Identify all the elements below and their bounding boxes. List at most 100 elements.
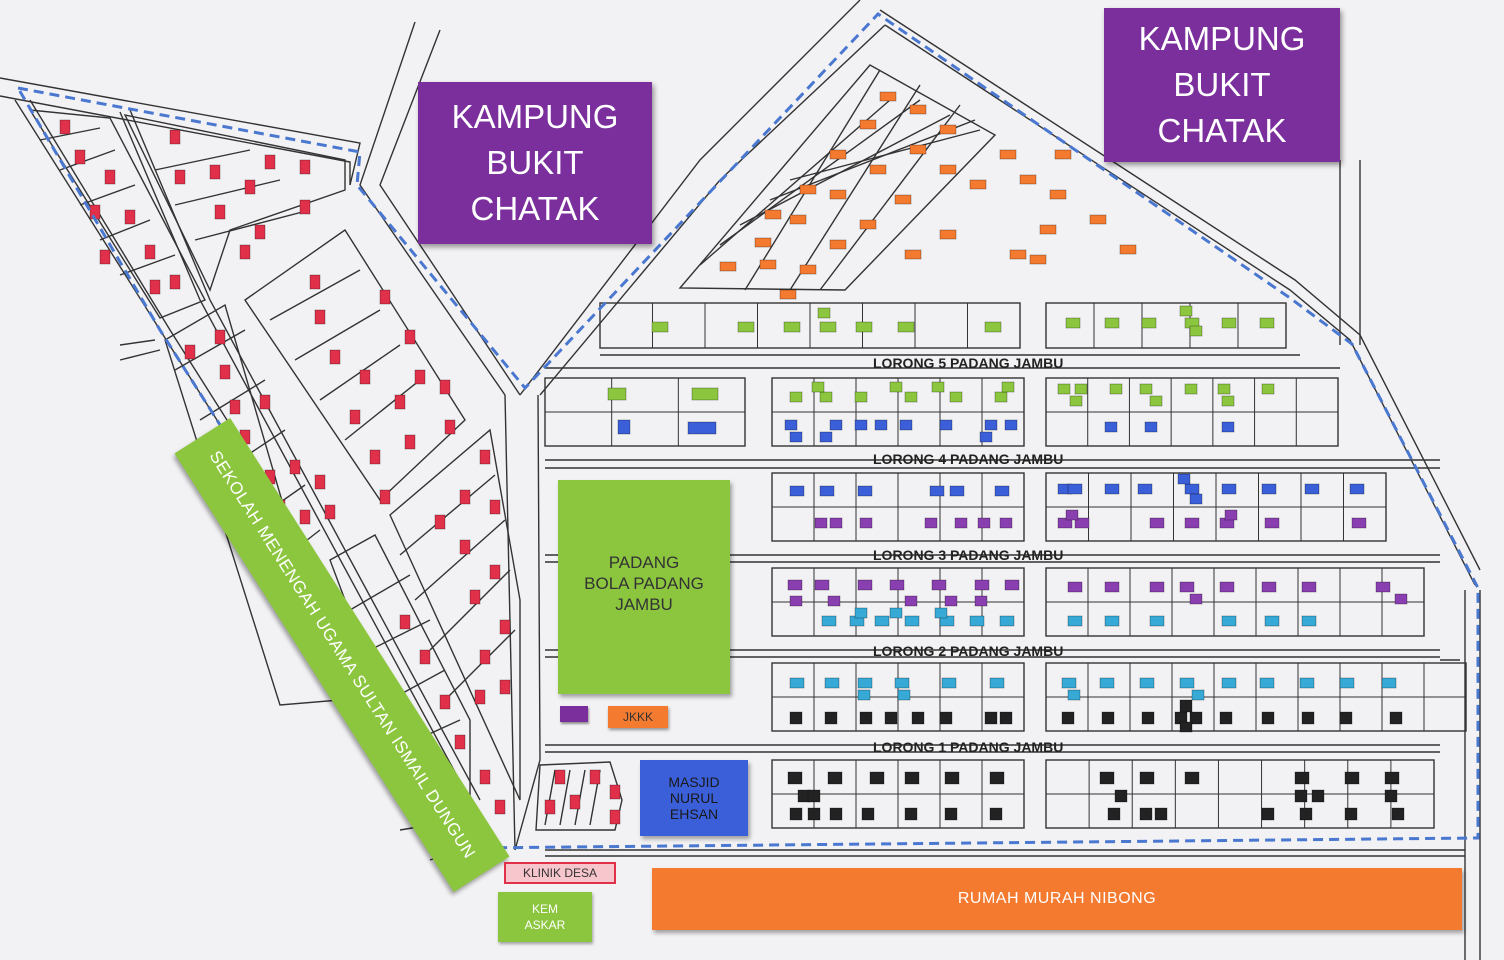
kampung-left-line3: CHATAK [470, 190, 600, 227]
house-marker [909, 144, 927, 155]
house-marker [944, 595, 958, 607]
house-marker [814, 517, 828, 529]
house-marker [1067, 581, 1083, 593]
house-marker [1149, 517, 1165, 529]
house-marker [1189, 593, 1203, 605]
house-marker [454, 734, 466, 750]
plot-divider [344, 379, 421, 441]
house-marker [857, 485, 873, 497]
house-marker [994, 485, 1010, 497]
house-marker [214, 329, 226, 345]
plot-block [1045, 472, 1387, 542]
road-line [129, 109, 481, 801]
house-marker [404, 329, 416, 345]
house-marker [687, 421, 717, 435]
house-marker [807, 807, 821, 821]
house-marker [829, 517, 843, 529]
house-marker [1057, 383, 1071, 395]
house-marker [1264, 615, 1280, 627]
house-marker [1004, 419, 1018, 431]
plot-block [1045, 377, 1339, 447]
house-marker [459, 539, 471, 555]
house-marker [1069, 395, 1083, 407]
house-marker [1049, 189, 1067, 200]
house-marker [1001, 381, 1015, 393]
house-marker [59, 119, 71, 135]
house-marker [99, 249, 111, 265]
house-marker [1261, 711, 1275, 725]
padang-line1: PADANG [608, 553, 680, 572]
house-marker [544, 799, 556, 815]
plot-divider [369, 619, 431, 651]
plot-divider [544, 769, 556, 826]
house-marker [691, 387, 719, 401]
house-marker [1221, 483, 1237, 495]
house-marker [1141, 317, 1157, 329]
house-marker [1381, 677, 1397, 689]
house-marker [1179, 581, 1195, 593]
house-marker [1004, 579, 1020, 591]
house-marker [1104, 615, 1120, 627]
padang-line3: JAMBU [615, 595, 673, 614]
house-marker [827, 595, 841, 607]
kampung-right-line3: CHATAK [1157, 112, 1287, 149]
house-marker [759, 259, 777, 270]
house-marker [824, 677, 840, 689]
house-marker [329, 349, 341, 365]
house-marker [861, 807, 875, 821]
house-marker [931, 381, 945, 393]
masjid-line3: EHSAN [669, 806, 719, 822]
house-marker [1054, 149, 1072, 160]
house-marker [309, 274, 321, 290]
house-marker [359, 369, 371, 385]
house-marker [799, 264, 817, 275]
house-marker [414, 369, 426, 385]
house-marker [829, 189, 847, 200]
house-marker [1109, 383, 1123, 395]
house-marker [789, 711, 803, 725]
house-marker [934, 607, 948, 619]
house-marker [807, 789, 821, 803]
house-marker [1184, 483, 1200, 495]
rumah-murah-nibong-block: RUMAH MURAH NIBONG [652, 868, 1462, 930]
house-marker [989, 807, 1003, 821]
house-marker [857, 689, 871, 701]
lorong-1-label: LORONG 1 PADANG JAMBU [873, 739, 1064, 755]
house-marker [897, 689, 911, 701]
house-marker [894, 677, 910, 689]
house-marker [939, 711, 953, 725]
house-marker [1311, 789, 1325, 803]
house-marker [1389, 711, 1403, 725]
house-marker [229, 399, 241, 415]
house-marker [789, 485, 805, 497]
house-marker [1104, 483, 1120, 495]
house-marker [1179, 677, 1195, 689]
house-marker [1219, 581, 1235, 593]
house-marker [104, 169, 116, 185]
house-marker [854, 391, 868, 403]
house-marker [884, 711, 898, 725]
house-marker [1301, 615, 1317, 627]
house-marker [819, 391, 833, 403]
house-marker [74, 149, 86, 165]
plot-polygon [244, 229, 466, 502]
house-marker [869, 771, 885, 785]
house-marker [984, 321, 1002, 333]
house-marker [244, 179, 256, 195]
house-marker [1294, 789, 1308, 803]
house-marker [944, 807, 958, 821]
house-marker [144, 244, 156, 260]
padang-bola-field: PADANG BOLA PADANG JAMBU [558, 480, 730, 694]
house-marker [1149, 615, 1165, 627]
house-marker [904, 807, 918, 821]
house-marker [969, 179, 987, 190]
lorong-2-label: LORONG 2 PADANG JAMBU [873, 643, 1064, 659]
house-marker [394, 394, 406, 410]
house-marker [489, 564, 501, 580]
house-marker [904, 391, 918, 403]
plot-divider [79, 184, 136, 206]
house-marker [494, 799, 506, 815]
house-marker [787, 771, 803, 785]
house-marker [169, 274, 181, 290]
